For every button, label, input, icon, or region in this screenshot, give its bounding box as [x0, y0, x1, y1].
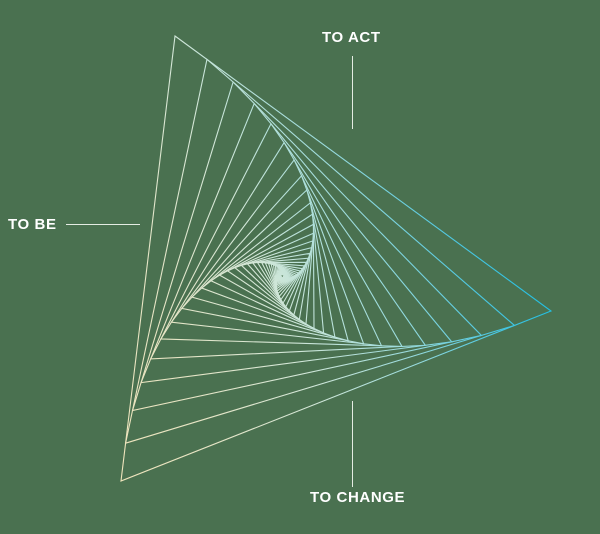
spiral-triangle: [274, 264, 297, 288]
spiral-triangle: [270, 263, 300, 293]
label-to-act: TO ACT: [322, 29, 381, 46]
spiral-triangle: [275, 265, 295, 286]
spiral-triangle: [180, 174, 365, 345]
spiral-triangle: [124, 58, 516, 444]
spiral-triangle: [226, 232, 315, 325]
leader-line-to-change: [352, 401, 353, 487]
leader-line-to-be: [66, 224, 140, 225]
spiral-triangle: [140, 102, 453, 384]
spiral-triangle: [264, 262, 304, 298]
spiral-triangle: [200, 201, 336, 338]
spiral-triangle: [120, 35, 553, 482]
leader-line-to-act: [352, 56, 353, 129]
spiral-triangle: [233, 240, 314, 321]
spiral-triangle-group: [120, 35, 553, 482]
spiral-triangle: [272, 263, 298, 290]
spiral-triangle: [149, 122, 427, 360]
spiral-triangle: [260, 261, 306, 301]
label-to-change: TO CHANGE: [310, 489, 406, 506]
spiral-triangle: [131, 80, 483, 412]
spiral-triangle: [190, 189, 349, 342]
spiral-triangle: [159, 141, 403, 348]
spiral-triangle: [240, 246, 313, 317]
spiral-triangle: [267, 262, 302, 295]
spiral-triangle: [218, 223, 315, 330]
spiral-triangle: [256, 261, 308, 305]
spiral-triangle: [275, 266, 294, 285]
label-to-be: TO BE: [8, 216, 57, 233]
spiral-triangle: [209, 213, 325, 334]
spiral-triangle: [246, 252, 311, 312]
spiral-triangle: [251, 257, 310, 308]
inner-core-triangle: [281, 275, 284, 278]
spiral-triangle: [170, 158, 383, 347]
